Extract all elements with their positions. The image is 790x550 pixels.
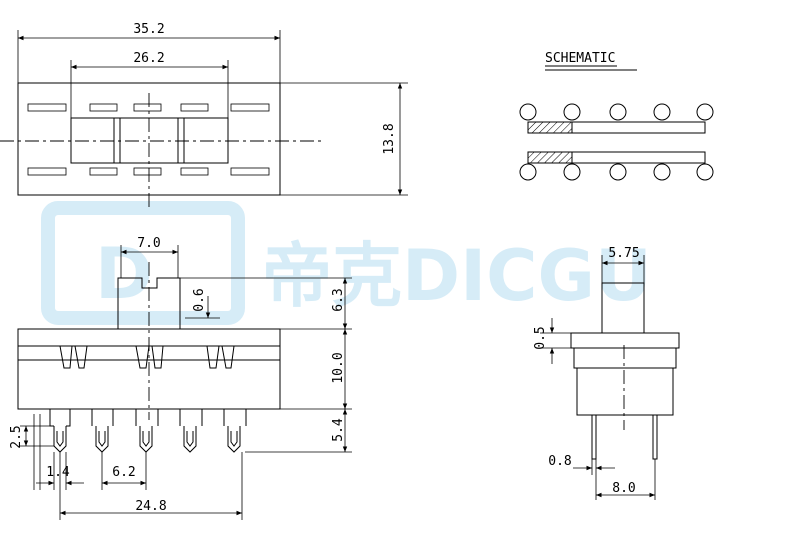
terminal: [609, 163, 627, 181]
watermark-logo-icon: [41, 201, 245, 325]
bottom-slot: [230, 167, 270, 176]
watermark: D 帝克DICGU: [41, 201, 652, 325]
terminal: [563, 103, 581, 121]
pin-hole: [98, 431, 106, 447]
side-flange: [570, 332, 680, 349]
top-slot: [230, 103, 270, 112]
dim-pin-width: 1.4: [46, 465, 70, 480]
top-slot: [89, 103, 118, 112]
terminal: [519, 103, 537, 121]
side-view: 5.75 0.5 0.8 8.0: [533, 246, 680, 500]
body-tab: [74, 345, 88, 369]
terminal: [696, 103, 714, 121]
switch-body: [17, 328, 281, 410]
dim-pin-span: 24.8: [135, 499, 166, 514]
top-slot: [27, 103, 67, 112]
dim-pin-pitch: 6.2: [112, 465, 135, 480]
top-slot: [133, 103, 162, 112]
terminal: [519, 163, 537, 181]
pin: [135, 409, 159, 453]
side-body: [576, 367, 674, 416]
front-view: 7.0 0.6 6.3 10.0 5.4: [9, 236, 352, 520]
pin: [223, 409, 247, 453]
terminal: [653, 163, 671, 181]
bottom-slot: [27, 167, 67, 176]
pin-hole: [230, 431, 238, 447]
dim-pin-spacing: 8.0: [612, 481, 635, 496]
dim-side-actuator-width: 5.75: [608, 246, 639, 261]
contact-bridge: [527, 121, 573, 134]
dim-pin-hole-height: 2.5: [9, 425, 24, 448]
body-tab: [135, 345, 150, 369]
contact-bridge: [527, 151, 573, 164]
pin: [53, 426, 67, 453]
pins: [33, 409, 247, 490]
slider-window: [70, 117, 229, 164]
body-tab: [221, 345, 235, 369]
dim-pin-thickness: 0.8: [548, 454, 571, 469]
dim-inner-width: 26.2: [133, 51, 164, 66]
dim-body-height: 10.0: [331, 352, 346, 383]
contact-rail: [571, 121, 706, 134]
bottom-slot: [89, 167, 118, 176]
terminal: [696, 163, 714, 181]
watermark-text: 帝克DICGU: [262, 235, 652, 317]
pin-hole: [142, 431, 150, 447]
actuator: [117, 277, 181, 329]
body-tab: [151, 345, 164, 369]
dim-actuator-width: 7.0: [137, 236, 160, 251]
schematic: SCHEMATIC: [519, 51, 714, 181]
side-pin: [652, 414, 658, 460]
dim-flange: 0.5: [533, 326, 548, 349]
top-view: 35.2 26.2 13.8: [0, 22, 408, 210]
dim-overall-width: 35.2: [133, 22, 164, 37]
side-flange-lower: [573, 347, 677, 369]
pin: [49, 409, 71, 427]
body-tab: [59, 345, 73, 369]
contact-rail: [571, 151, 706, 164]
schematic-title: SCHEMATIC: [545, 51, 615, 66]
terminal: [653, 103, 671, 121]
dim-actuator-height: 6.3: [331, 288, 346, 311]
dim-top-height: 13.8: [382, 123, 397, 154]
dim-actuator-step: 0.6: [192, 288, 207, 311]
top-slot: [180, 103, 209, 112]
terminal: [609, 103, 627, 121]
dim-pin-length: 5.4: [331, 418, 346, 442]
bottom-slot: [133, 167, 162, 176]
side-pin: [591, 414, 597, 460]
terminal: [563, 163, 581, 181]
pin-hole: [186, 431, 194, 447]
pin-hole: [56, 431, 64, 447]
watermark-brand-mark: D: [95, 233, 153, 315]
bottom-slot: [180, 167, 209, 176]
body-tab: [206, 345, 220, 369]
pin: [179, 409, 203, 453]
